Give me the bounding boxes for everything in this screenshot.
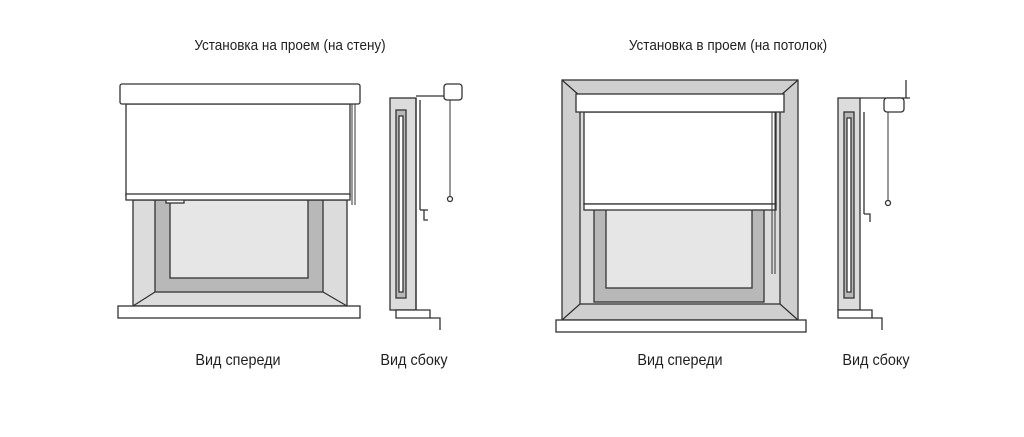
diagram-title-wall-mount: Установка на проем (на стену) — [194, 37, 386, 54]
caption-side-view-ceiling: Вид сбоку — [842, 352, 910, 369]
caption-side-view-wall: Вид сбоку — [380, 352, 448, 369]
front-view-ceiling-mount — [555, 79, 807, 333]
side-view-ceiling-mount — [837, 80, 910, 330]
caption-front-view-ceiling: Вид спереди — [637, 352, 723, 369]
front-view-wall-mount — [117, 83, 361, 319]
caption-front-view-wall: Вид спереди — [195, 352, 281, 369]
diagram-title-ceiling-mount: Установка в проем (на потолок) — [628, 37, 828, 54]
side-view-wall-mount — [389, 83, 463, 330]
